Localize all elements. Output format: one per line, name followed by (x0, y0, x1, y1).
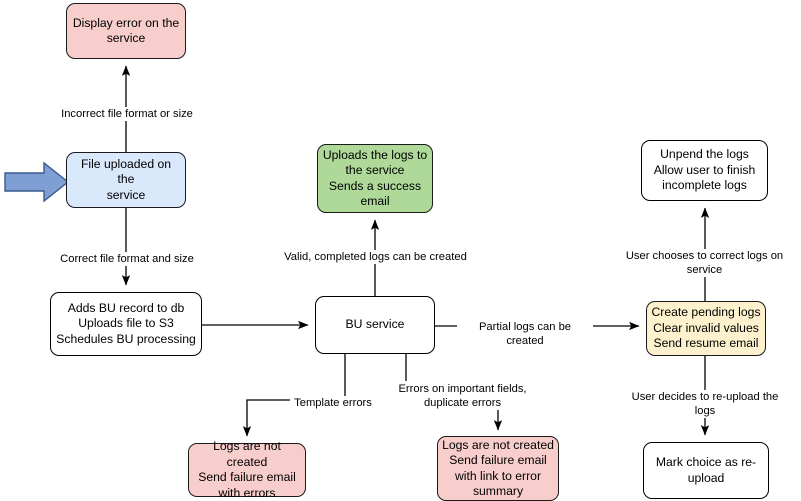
node-logs-not-created-fields-label: Logs are not created Send failure email … (442, 437, 554, 499)
edge-label-user-corrects-logs: User chooses to correct logs on service (608, 249, 801, 277)
node-file-uploaded-on-the-service[interactable]: File uploaded on the service (66, 152, 186, 208)
edge-bu-service-to-logs-not-created-template (242, 354, 346, 437)
node-logs-not-created-template-label: Logs are not created Send failure email … (198, 439, 296, 500)
edge-label-correct-file-format: Correct file format and size (58, 252, 196, 266)
node-mark-choice-as-reupload[interactable]: Mark choice as re- upload (643, 442, 769, 499)
node-adds-bu-record-label: Adds BU record to db Uploads file to S3 … (56, 300, 196, 346)
node-uploads-logs[interactable]: Uploads the logs to the service Sends a … (317, 144, 433, 213)
edge-label-user-reupload: User decides to re-upload the logs (620, 390, 790, 418)
edge-label-incorrect-file-format: Incorrect file format or size (57, 107, 197, 121)
node-bu-service-label: BU service (345, 317, 405, 332)
node-create-pending-logs[interactable]: Create pending logs Clear invalid values… (646, 301, 766, 356)
node-logs-not-created-template[interactable]: Logs are not created Send failure email … (188, 439, 306, 500)
edge-label-template-errors: Template errors (290, 396, 376, 410)
node-mark-choice-label: Mark choice as re- upload (655, 455, 757, 485)
node-file-uploaded-label: File uploaded on the service (80, 156, 172, 202)
node-adds-bu-record[interactable]: Adds BU record to db Uploads file to S3 … (50, 292, 202, 356)
node-logs-not-created-fields[interactable]: Logs are not created Send failure email … (437, 436, 559, 501)
node-uploads-logs-label: Uploads the logs to the service Sends a … (322, 147, 428, 209)
node-create-pending-logs-label: Create pending logs Clear invalid values… (651, 305, 761, 351)
edge-label-partial-logs: Partial logs can be created (457, 320, 593, 348)
node-display-error[interactable]: Display error on the service (66, 3, 186, 59)
node-display-error-label: Display error on the service (72, 15, 180, 46)
edge-label-valid-completed-logs: Valid, completed logs can be created (282, 250, 469, 264)
edge-label-errors-important-fields: Errors on important fields, duplicate er… (395, 382, 530, 410)
node-unpend-logs[interactable]: Unpend the logs Allow user to finish inc… (641, 140, 768, 201)
entry-block-arrow-icon (4, 161, 70, 203)
node-bu-service[interactable]: BU service (315, 296, 435, 354)
node-unpend-logs-label: Unpend the logs Allow user to finish inc… (653, 147, 756, 193)
